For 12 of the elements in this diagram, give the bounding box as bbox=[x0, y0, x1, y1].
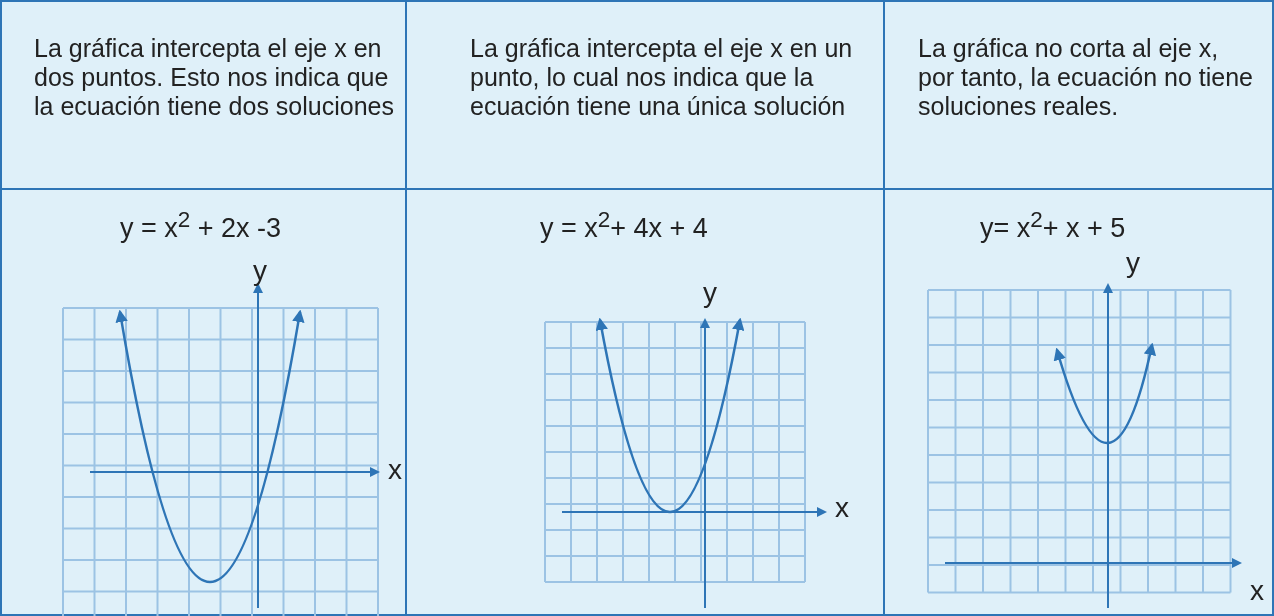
equation-text: y = x$^{2}$ + 2x -3 bbox=[120, 206, 282, 243]
equation-text: y= x$^{2}$+ x + 5 bbox=[980, 206, 1126, 243]
axis-label: y bbox=[703, 278, 717, 307]
axis-label: y bbox=[1126, 248, 1140, 277]
description-text: La gráfica intercepta el eje x en un punto, lo cual nos indica que la ecuación tiene una única solución bbox=[470, 34, 854, 121]
axis-label: x bbox=[388, 455, 402, 484]
description-text: La gráfica no corta al eje x, por tanto, la ecuación no tiene soluciones reales. bbox=[918, 34, 1254, 121]
axis-label: x bbox=[835, 493, 849, 522]
equation-text: y = x$^{2}$+ 4x + 4 bbox=[540, 206, 708, 243]
description-text: La gráfica intercepta el eje x en dos puntos. Esto nos indica que la ecuación tiene dos soluciones bbox=[34, 34, 394, 121]
axis-label: x bbox=[1250, 576, 1264, 605]
axis-label: y bbox=[253, 256, 267, 285]
